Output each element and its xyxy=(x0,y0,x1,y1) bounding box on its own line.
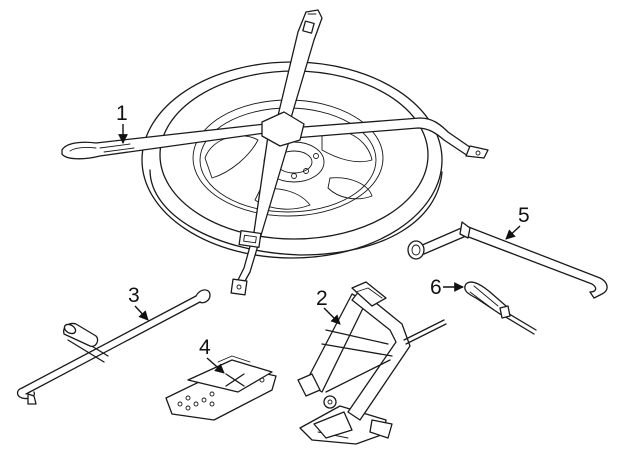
callout-number-6: 6 xyxy=(430,276,442,299)
arrow-head-icon xyxy=(323,307,341,325)
scissor-jack xyxy=(297,281,447,445)
callout-1: 1 xyxy=(116,102,128,144)
jack-mounting-bracket xyxy=(165,355,277,421)
callout-2: 2 xyxy=(316,287,341,325)
lug-wrench-rod xyxy=(407,221,608,299)
screwdriver xyxy=(464,281,537,335)
arrow-head-icon xyxy=(505,225,521,240)
callout-number-1: 1 xyxy=(116,102,128,125)
callout-number-4: 4 xyxy=(199,336,211,359)
spare-tire-strap xyxy=(61,9,489,296)
callout-number-5: 5 xyxy=(518,204,530,227)
callout-6: 6 xyxy=(430,276,464,299)
jack-handle xyxy=(16,289,211,405)
callout-4: 4 xyxy=(199,336,225,374)
arrow-head-icon xyxy=(134,305,149,321)
callout-5: 5 xyxy=(505,204,530,240)
callout-3: 3 xyxy=(128,284,149,321)
callout-number-3: 3 xyxy=(128,284,140,307)
arrow-head-icon xyxy=(206,357,225,374)
callout-number-2: 2 xyxy=(316,287,328,310)
